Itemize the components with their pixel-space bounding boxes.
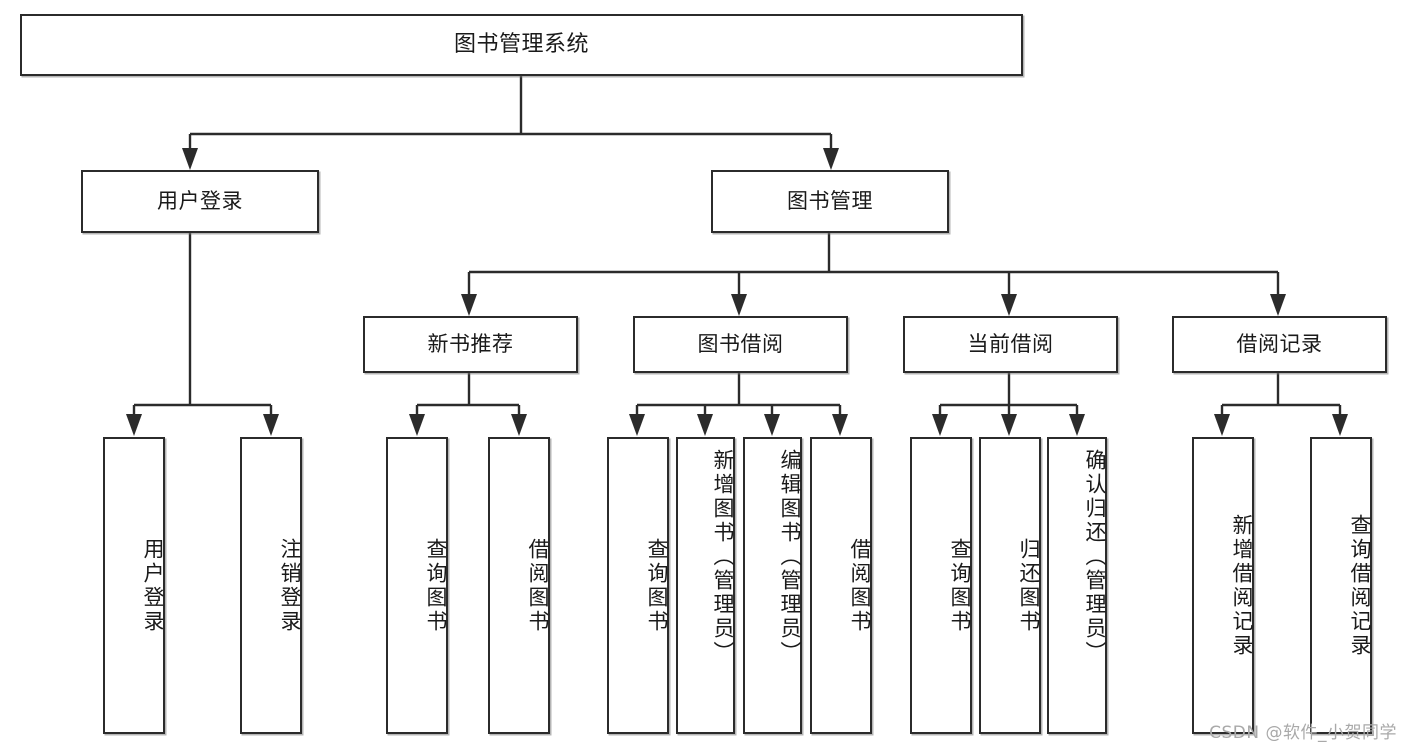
node-new-book-recommend[interactable]: 新书推荐	[363, 316, 578, 373]
csdn-watermark: CSDN @软件_小贺同学	[1209, 723, 1397, 743]
edge-userlogin-to-leaves	[126, 233, 279, 436]
leaf-edit-book-admin[interactable]: 编辑图书（管理员）	[743, 437, 802, 734]
edge-bookmanage-to-level2	[461, 233, 1286, 316]
leaf-add-book-admin[interactable]: 新增图书（管理员）	[676, 437, 735, 734]
node-label: 新增借阅记录	[1230, 513, 1254, 658]
edge-root-to-level1	[182, 76, 839, 170]
node-label: 注销登录	[278, 537, 302, 634]
node-borrow-record[interactable]: 借阅记录	[1172, 316, 1387, 373]
leaf-return-book[interactable]: 归还图书	[979, 437, 1041, 734]
leaf-user-login[interactable]: 用户登录	[103, 437, 165, 734]
edge-borrowrecord-to-leaves	[1214, 373, 1348, 436]
edge-bookborrow-to-leaves	[629, 373, 848, 436]
node-label: 当前借阅	[967, 331, 1054, 356]
node-label: 图书借阅	[697, 331, 784, 356]
edge-newbook-to-leaves	[409, 373, 527, 436]
node-label: 图书管理	[787, 188, 873, 213]
node-label: 查询图书	[948, 537, 972, 634]
node-label: 编辑图书（管理员）	[778, 449, 802, 665]
node-root-book-management-system[interactable]: 图书管理系统	[20, 14, 1023, 76]
node-user-login[interactable]: 用户登录	[81, 170, 319, 233]
node-label: 图书管理系统	[453, 31, 589, 57]
node-label: 查询图书	[645, 537, 669, 634]
leaf-query-book-current[interactable]: 查询图书	[910, 437, 972, 734]
node-label: 借阅图书	[526, 537, 550, 634]
edge-currentborrow-to-leaves	[932, 373, 1085, 436]
node-label: 借阅记录	[1236, 331, 1323, 356]
node-label: 查询图书	[424, 537, 448, 634]
node-book-management[interactable]: 图书管理	[711, 170, 949, 233]
node-label: 确认归还（管理员）	[1083, 449, 1107, 665]
node-label: 新书推荐	[427, 331, 514, 356]
node-book-borrow[interactable]: 图书借阅	[633, 316, 848, 373]
leaf-query-book-borrow[interactable]: 查询图书	[607, 437, 669, 734]
leaf-borrow-book-borrow[interactable]: 借阅图书	[810, 437, 872, 734]
leaf-add-borrow-record[interactable]: 新增借阅记录	[1192, 437, 1254, 734]
node-label: 新增图书（管理员）	[711, 449, 735, 665]
node-current-borrow[interactable]: 当前借阅	[903, 316, 1118, 373]
node-label: 查询借阅记录	[1348, 513, 1372, 658]
leaf-borrow-book-recommend[interactable]: 借阅图书	[488, 437, 550, 734]
node-label: 归还图书	[1017, 537, 1041, 634]
node-label: 用户登录	[157, 188, 243, 213]
leaf-logout-login[interactable]: 注销登录	[240, 437, 302, 734]
node-label: 用户登录	[141, 537, 165, 634]
leaf-confirm-return-admin[interactable]: 确认归还（管理员）	[1047, 437, 1107, 734]
leaf-query-book-recommend[interactable]: 查询图书	[386, 437, 448, 734]
leaf-query-borrow-record[interactable]: 查询借阅记录	[1310, 437, 1372, 734]
node-label: 借阅图书	[848, 537, 872, 634]
